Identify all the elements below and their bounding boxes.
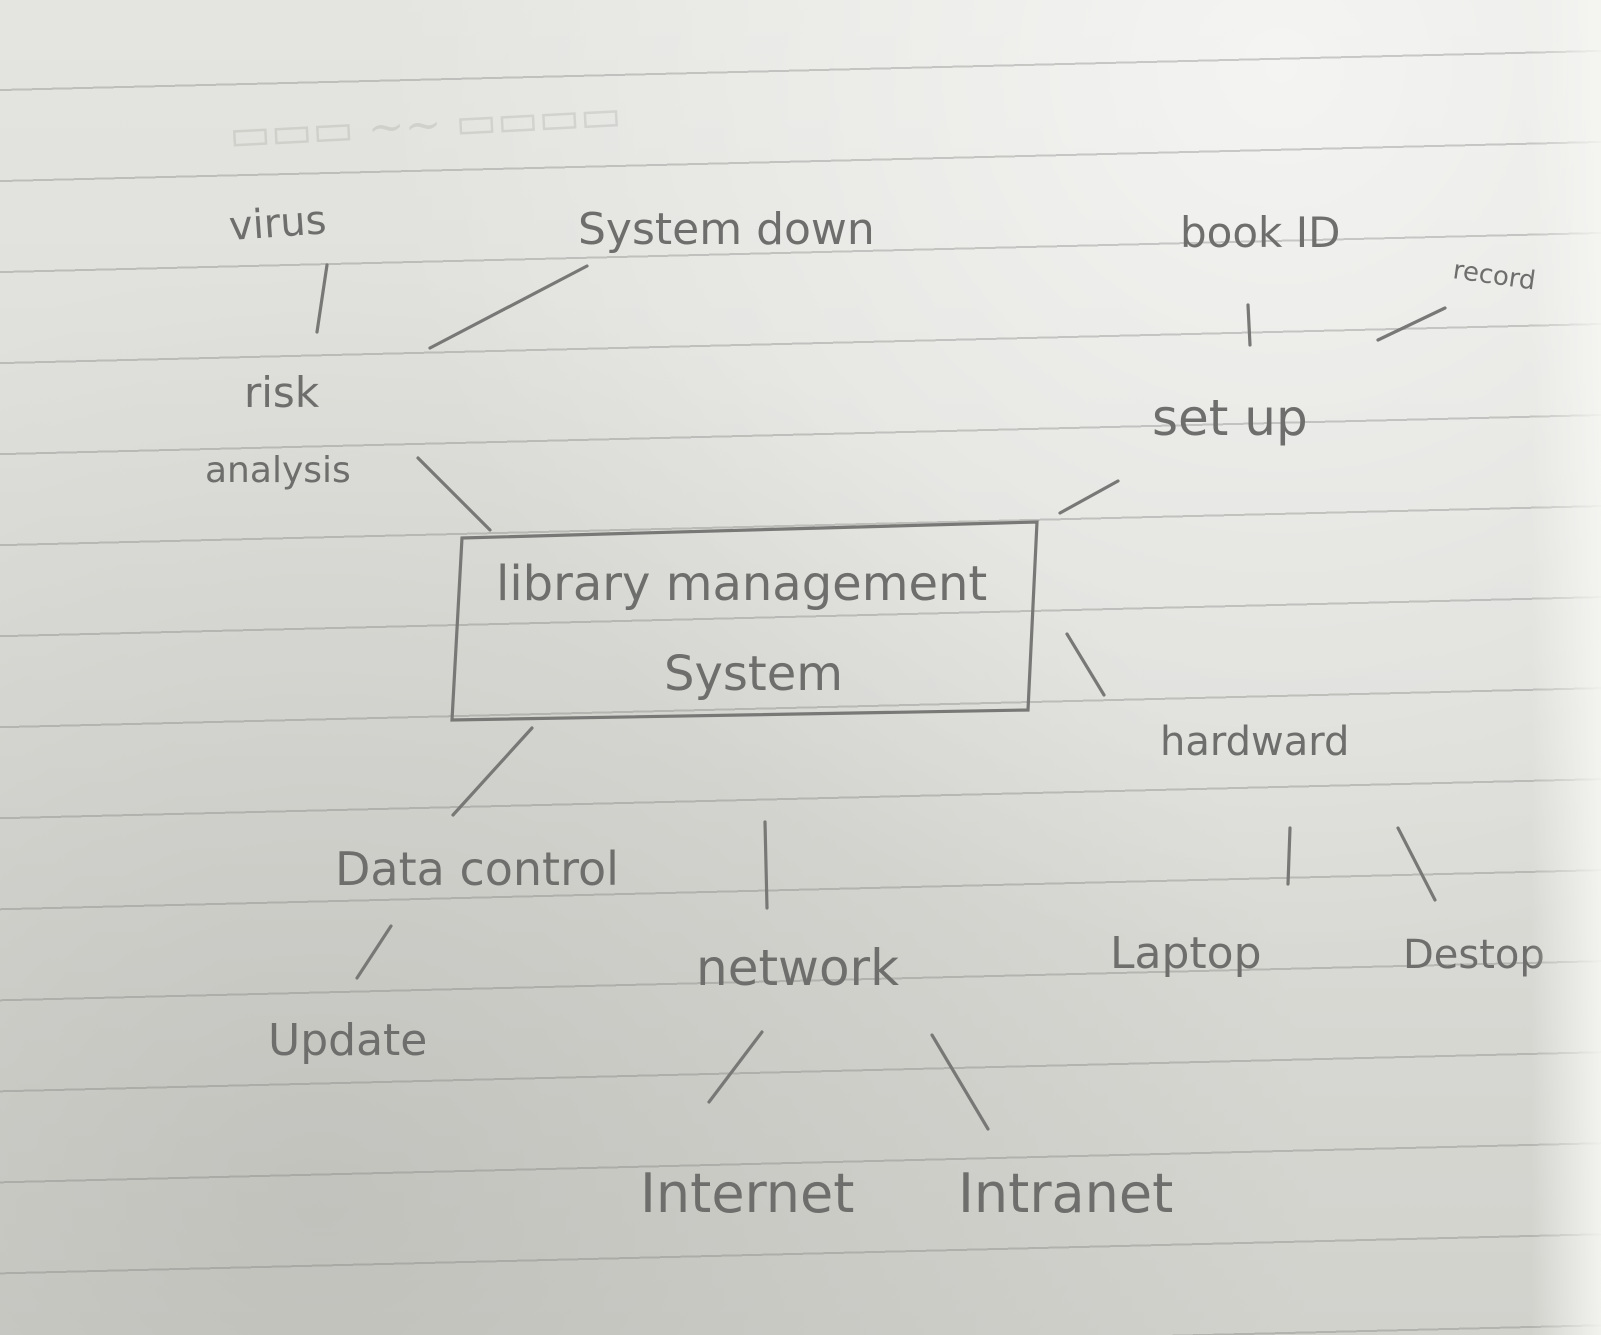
connector-risk-system-down	[428, 264, 589, 350]
node-intranet: Intranet	[958, 1162, 1173, 1225]
connector-setup-record	[1376, 306, 1447, 342]
node-risk: risk	[244, 368, 320, 417]
node-book-id: book ID	[1180, 208, 1340, 257]
node-update: Update	[268, 1015, 427, 1066]
central-title-line2: System	[664, 646, 843, 702]
connector-hardware-laptop	[1286, 826, 1292, 886]
show-through-marks: ▭▭▭ ~~ ▭▭▭▭	[228, 90, 623, 161]
connector-center-risk	[416, 456, 492, 532]
connector-hardware-desktop	[1396, 826, 1437, 902]
central-title-line1: library management	[496, 556, 987, 612]
node-analysis: analysis	[205, 450, 351, 491]
connector-network-intranet	[930, 1033, 990, 1131]
node-hardware: hardward	[1160, 719, 1349, 765]
node-virus: virus	[227, 197, 327, 250]
node-set-up: set up	[1152, 389, 1308, 447]
node-system-down: System down	[578, 204, 875, 255]
node-internet: Internet	[640, 1162, 854, 1225]
node-network: network	[696, 939, 899, 997]
connector-risk-virus	[315, 263, 329, 334]
node-record: record	[1451, 255, 1537, 296]
connector-center-datacontrol	[451, 726, 534, 817]
connector-network-internet	[707, 1030, 764, 1104]
node-data-control: Data control	[335, 842, 619, 896]
connector-datacontrol-update	[355, 924, 393, 980]
connector-center-network	[763, 820, 769, 910]
central-box	[450, 520, 1039, 722]
connector-setup-bookid	[1246, 303, 1252, 347]
connector-center-hardware	[1065, 632, 1106, 697]
connector-center-setup	[1058, 479, 1120, 515]
node-laptop: Laptop	[1110, 928, 1262, 979]
node-desktop: Destop	[1403, 932, 1545, 978]
